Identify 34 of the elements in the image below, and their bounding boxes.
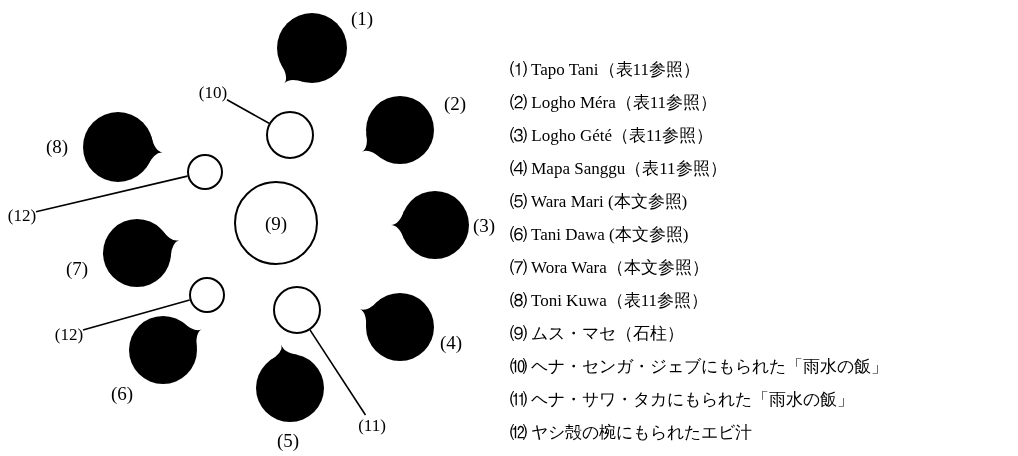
leader-line [35, 175, 189, 213]
leader-line [309, 329, 367, 416]
bowl-circle [272, 285, 322, 335]
key-entry: ⑽ ヘナ・センガ・ジェブにもられた「雨水の飯」 [510, 357, 889, 377]
callout-number: (11) [358, 416, 386, 434]
callout-number: (6) [110, 383, 134, 403]
callout-number: (8) [45, 136, 69, 156]
key-entry: ⑻ Toni Kuwa（表11参照） [510, 291, 709, 311]
key-entry: ⑵ Logho Méra（表11参照） [510, 93, 718, 113]
callout-number: (9) [264, 213, 288, 233]
key-entry: ⑾ ヘナ・サワ・タカにもられた「雨水の飯」 [510, 390, 855, 410]
callout-number: (12) [7, 206, 37, 224]
key-entry: ⑸ Wara Mari (本文参照) [510, 192, 688, 212]
callout-number: (7) [65, 258, 89, 278]
callout-number: (5) [276, 430, 300, 450]
key-entry: ⑷ Mapa Sanggu（表11参照） [510, 159, 727, 179]
key-entry: ⑴ Tapo Tani（表11参照） [510, 60, 700, 80]
leader-line [82, 299, 191, 331]
leader-line [226, 99, 270, 125]
bowl-circle [265, 110, 315, 160]
key-entry: ⑶ Logho Gété（表11参照） [510, 126, 714, 146]
key-entry: ⑹ Tani Dawa (本文参照) [510, 225, 689, 245]
callout-number: (2) [443, 93, 467, 113]
callout-number: (4) [439, 332, 463, 352]
callout-number: (1) [350, 8, 374, 28]
callout-number: (12) [54, 325, 84, 343]
key-entry: ⑺ Wora Wara（本文参照） [510, 258, 709, 278]
callout-number: (10) [198, 83, 228, 101]
bowl-circle [186, 153, 224, 191]
stone-circle [233, 180, 319, 266]
bowl-circle [188, 276, 226, 314]
key-entry: ⑿ ヤシ殻の椀にもられたエビ汁 [510, 423, 753, 443]
key-entry: ⑼ ムス・マセ（石柱） [510, 324, 685, 344]
callout-number: (3) [472, 215, 496, 235]
